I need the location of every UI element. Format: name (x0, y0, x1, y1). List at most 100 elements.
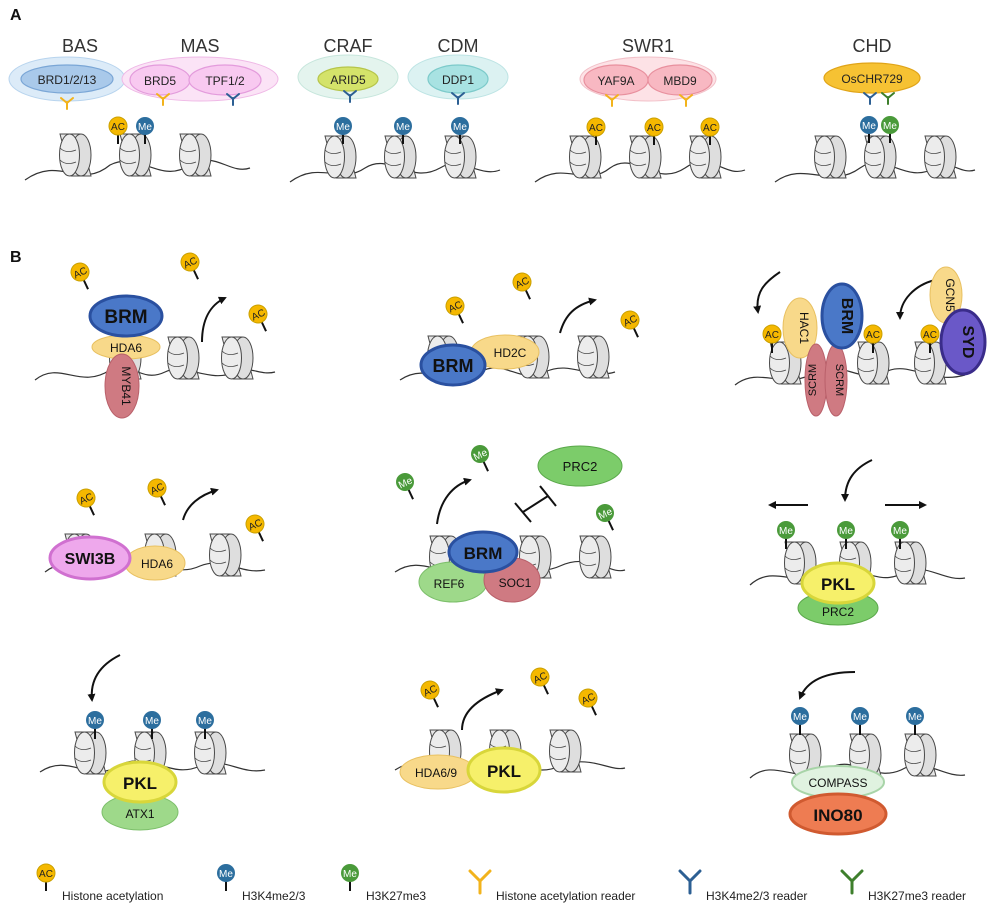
title-chd: CHD (853, 36, 892, 56)
panel-label-a: A (10, 7, 22, 24)
label-hda6: HDA6 (110, 341, 142, 355)
legend-item-reader-k27: H3K27me3 reader (840, 869, 966, 903)
svg-text:Me: Me (893, 526, 907, 537)
svg-text:AC: AC (866, 330, 880, 341)
reader-ac-icon (468, 869, 492, 895)
label-compass: COMPASS (808, 776, 867, 790)
protein-arid5 (317, 66, 379, 92)
panel-b-arrows (87, 271, 936, 731)
svg-text:AC: AC (111, 122, 125, 133)
mark-me-blue: Me (86, 711, 104, 739)
svg-text:Me: Me (145, 716, 159, 727)
mark-me-green: Me (396, 473, 415, 500)
svg-text:Me: Me (336, 122, 350, 133)
title-craf: CRAF (324, 36, 373, 56)
label-gcn5: GCN5 (943, 278, 957, 312)
label-arid5: ARID5 (330, 73, 366, 87)
mark-ac: AC (700, 117, 720, 145)
label-ino80: INO80 (813, 806, 862, 825)
legend-label: H3K4me2/3 (242, 889, 306, 903)
mark-ac: AC (445, 296, 465, 324)
mark-me-blue: Me (143, 711, 161, 739)
label-syd: SYD (959, 326, 976, 359)
label-tpf12: TPF1/2 (205, 74, 245, 88)
svg-text:Me: Me (343, 869, 357, 880)
legend-label: H3K4me2/3 reader (706, 889, 807, 903)
legend-label: H3K27me3 reader (868, 889, 966, 903)
panel-label-b: B (10, 249, 22, 266)
label-ddp1: DDP1 (442, 73, 474, 87)
label-oschr729: OsCHR729 (841, 72, 903, 86)
mark-ac: AC (76, 488, 96, 516)
svg-text:AC: AC (149, 481, 166, 497)
mark-me-green: Me (777, 521, 795, 549)
mark-ac: AC (586, 117, 606, 145)
mark-ac: AC (863, 324, 883, 353)
svg-text:Me: Me (597, 506, 615, 522)
svg-text:AC: AC (622, 313, 639, 329)
svg-text:AC: AC (247, 517, 264, 533)
mark-ac: AC (180, 252, 200, 280)
label-scrm: SCRM (807, 364, 819, 396)
svg-text:Me: Me (397, 475, 415, 491)
svg-text:Me: Me (88, 716, 102, 727)
protein-tpf12 (188, 64, 262, 96)
mark-ac: AC (920, 324, 940, 353)
mark-ac: AC (620, 310, 640, 338)
svg-text:Me: Me (219, 869, 233, 880)
svg-text:AC: AC (532, 670, 549, 686)
mark-me-blue: Me (906, 707, 924, 735)
label-myb41: MYB41 (119, 366, 133, 406)
label-prc2: PRC2 (563, 459, 598, 474)
panel-a-nucleosomes (59, 133, 957, 179)
protein-oschr729 (823, 62, 921, 94)
svg-text:Me: Me (138, 122, 152, 133)
mark-me-blue: Me (334, 117, 352, 144)
mark-ac: AC (420, 680, 440, 708)
mark-me-blue: Me (394, 117, 412, 144)
legend-item-reader-ac: Histone acetylation reader (468, 869, 635, 903)
svg-text:AC: AC (589, 123, 603, 134)
mark-ac: AC (578, 688, 598, 716)
label-pkl: PKL (821, 575, 855, 594)
mark-ac: AC (762, 324, 782, 353)
mark-me-blue: Me (851, 707, 869, 735)
svg-text:Me: Me (908, 712, 922, 723)
svg-text:Me: Me (198, 716, 212, 727)
label-brd5: BRD5 (144, 74, 176, 88)
svg-text:AC: AC (580, 691, 597, 707)
legend-label: Histone acetylation reader (496, 889, 635, 903)
mark-ac: AC (245, 514, 265, 542)
label-pkl: PKL (123, 774, 157, 793)
label-soc1: SOC1 (499, 576, 532, 590)
legend-label: H3K27me3 (366, 889, 426, 903)
legend-item-me-green: Me H3K27me3 (341, 864, 426, 903)
svg-text:Me: Me (472, 447, 490, 463)
svg-text:AC: AC (72, 265, 89, 281)
svg-text:Me: Me (883, 121, 897, 132)
svg-text:AC: AC (422, 683, 439, 699)
mark-me-green: Me (891, 521, 909, 549)
svg-text:AC: AC (250, 307, 267, 323)
protein-ddp1 (427, 64, 489, 94)
mark-me-blue: Me (451, 117, 469, 144)
panel-a-proteins (20, 62, 921, 96)
label-hda6: HDA6 (141, 557, 173, 571)
svg-text:Me: Me (853, 712, 867, 723)
title-mas: MAS (180, 36, 219, 56)
svg-text:AC: AC (78, 491, 95, 507)
legend-item-reader-k4: H3K4me2/3 reader (678, 869, 807, 903)
panel-b-proteins (48, 266, 987, 836)
label-swi3b: SWI3B (65, 551, 116, 568)
svg-text:AC: AC (447, 299, 464, 315)
svg-text:AC: AC (647, 123, 661, 134)
svg-text:AC: AC (514, 275, 531, 291)
label-scrm: SCRM (833, 364, 845, 396)
title-swr1: SWR1 (622, 36, 674, 56)
mark-me-green: Me (881, 116, 899, 143)
complex-titles: BAS MAS CRAF CDM SWR1 CHD (62, 36, 892, 56)
label-brm: BRM (464, 544, 503, 563)
